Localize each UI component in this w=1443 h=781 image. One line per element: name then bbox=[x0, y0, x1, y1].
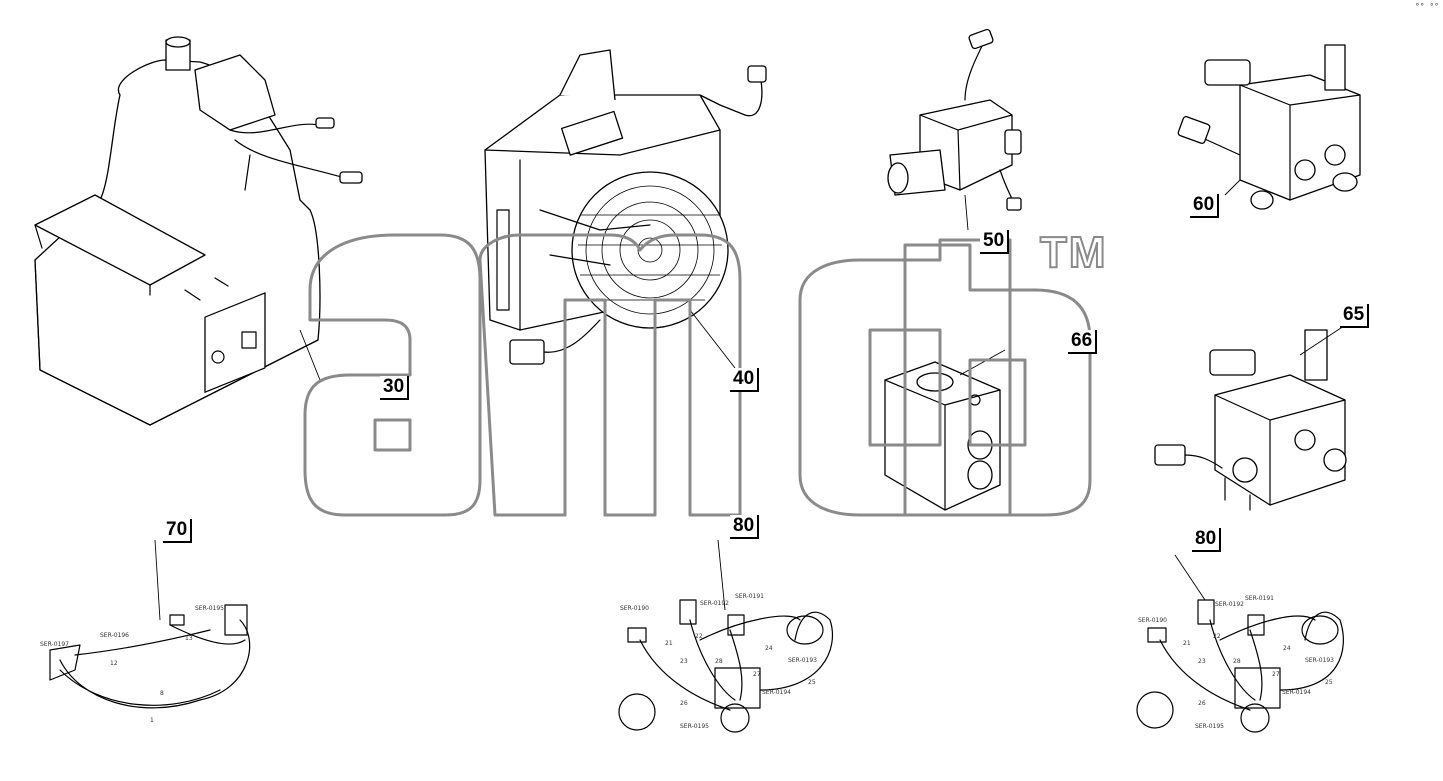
svg-text:SER-0193: SER-0193 bbox=[1305, 657, 1334, 664]
svg-text:SER-0191: SER-0191 bbox=[735, 593, 764, 600]
cooler-assembly bbox=[484, 49, 767, 365]
harness-80-a: SER-0190 SER-0191 SER-0192 SER-0193 SER-… bbox=[618, 593, 834, 733]
svg-text:8: 8 bbox=[160, 690, 164, 697]
callout-80-middle[interactable]: 80 bbox=[730, 515, 760, 539]
svg-text:SER-0194: SER-0194 bbox=[1282, 689, 1311, 696]
svg-text:SER-0190: SER-0190 bbox=[620, 605, 649, 612]
callout-40[interactable]: 40 bbox=[730, 368, 760, 392]
callout-50[interactable]: 50 bbox=[980, 230, 1010, 254]
svg-text:23: 23 bbox=[680, 658, 688, 665]
harness-80-b: SER-0190 SER-0191 SER-0192 SER-0193 SER-… bbox=[1136, 595, 1344, 733]
valve-50-assembly bbox=[887, 28, 1022, 211]
valve-block-60 bbox=[1177, 44, 1361, 210]
callout-60[interactable]: 60 bbox=[1190, 194, 1220, 218]
svg-text:SER-0196: SER-0196 bbox=[100, 632, 129, 639]
svg-text:27: 27 bbox=[753, 671, 761, 678]
svg-text:SER-0194: SER-0194 bbox=[762, 689, 791, 696]
svg-text:21: 21 bbox=[665, 640, 673, 647]
harness-70: SER-0195 SER-0196 SER-0197 13 12 8 1 bbox=[40, 604, 251, 724]
leader-lines bbox=[154, 179, 1351, 621]
svg-text:12: 12 bbox=[110, 660, 118, 667]
svg-text:21: 21 bbox=[1183, 640, 1191, 647]
svg-text:26: 26 bbox=[1198, 700, 1206, 707]
svg-text:24: 24 bbox=[765, 645, 773, 652]
svg-text:27: 27 bbox=[1272, 671, 1280, 678]
svg-text:SER-0190: SER-0190 bbox=[1138, 617, 1167, 624]
svg-text:25: 25 bbox=[1325, 679, 1333, 686]
svg-text:SER-0193: SER-0193 bbox=[788, 657, 817, 664]
svg-text:SER-0192: SER-0192 bbox=[1215, 601, 1244, 608]
svg-text:26: 26 bbox=[680, 700, 688, 707]
svg-text:28: 28 bbox=[715, 658, 723, 665]
tank-assembly bbox=[34, 36, 363, 426]
svg-text:SER-0195: SER-0195 bbox=[1195, 723, 1224, 730]
svg-text:23: 23 bbox=[1198, 658, 1206, 665]
corner-mark: °° °° bbox=[1414, 2, 1439, 11]
manifold-block-66 bbox=[884, 361, 1001, 511]
svg-text:1: 1 bbox=[150, 717, 154, 724]
svg-text:13: 13 bbox=[185, 635, 193, 642]
svg-text:22: 22 bbox=[1213, 633, 1221, 640]
svg-text:SER-0195: SER-0195 bbox=[680, 723, 709, 730]
svg-text:22: 22 bbox=[695, 633, 703, 640]
watermark-logo bbox=[303, 233, 1092, 517]
svg-text:25: 25 bbox=[808, 679, 816, 686]
callout-65[interactable]: 65 bbox=[1340, 304, 1370, 328]
trademark-symbol: TM bbox=[1039, 227, 1108, 278]
valve-block-65 bbox=[1154, 329, 1347, 511]
svg-text:28: 28 bbox=[1233, 658, 1241, 665]
svg-text:SER-0197: SER-0197 bbox=[40, 641, 69, 648]
callout-70[interactable]: 70 bbox=[163, 519, 193, 543]
callout-80-right[interactable]: 80 bbox=[1192, 528, 1222, 552]
svg-text:SER-0191: SER-0191 bbox=[1245, 595, 1274, 602]
svg-text:SER-0195: SER-0195 bbox=[195, 605, 224, 612]
svg-text:24: 24 bbox=[1283, 645, 1291, 652]
callout-66[interactable]: 66 bbox=[1068, 330, 1098, 354]
callout-30[interactable]: 30 bbox=[380, 376, 410, 400]
svg-text:SER-0192: SER-0192 bbox=[700, 600, 729, 607]
